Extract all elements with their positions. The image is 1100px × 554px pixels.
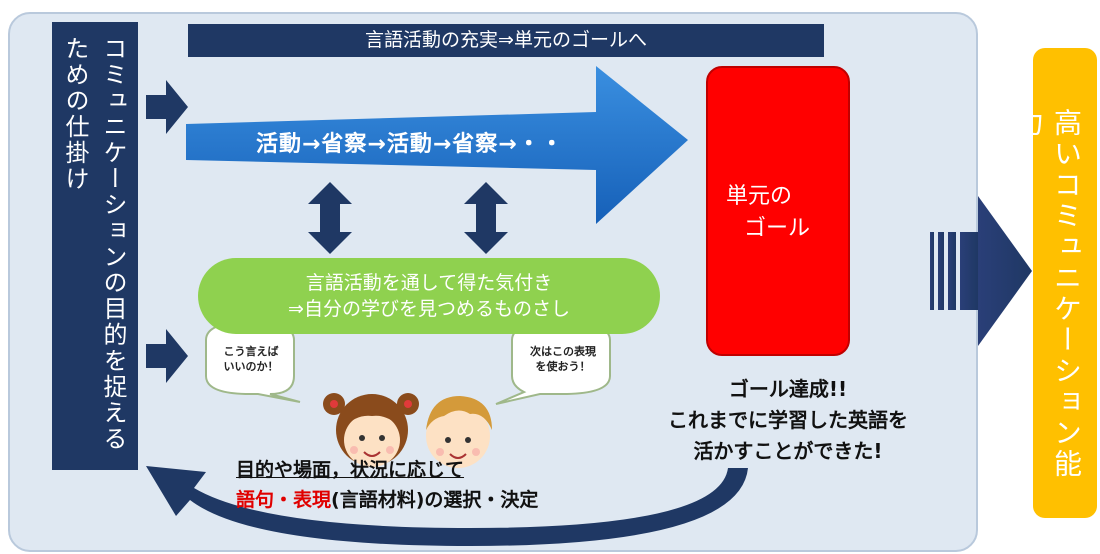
- bubble-right-line2: を使おう！: [535, 360, 591, 373]
- big-cycle-arrow: [186, 66, 688, 224]
- double-arrow-left-icon: [308, 182, 352, 254]
- awareness-line1: 言語活動を通して得た気付き: [305, 272, 553, 294]
- bubble-right-line1: 次はこの表現: [530, 345, 596, 358]
- double-arrow-right-icon: [464, 182, 508, 254]
- cycle-label: 活動→省察→活動→省察→・・: [256, 132, 564, 157]
- selection-red-phrase: 語句・表現: [236, 489, 332, 511]
- goal-achieved-line1: ゴール達成!!: [728, 377, 848, 401]
- goal-box-line1: 単元の: [726, 184, 793, 209]
- goal-achieved-text: ゴール達成!! これまでに学習した英語を 活かすことができた!: [608, 374, 968, 467]
- return-curved-arrow: [146, 466, 748, 546]
- selection-rest-phrase: (言語材料)の選択・決定: [331, 489, 539, 511]
- top-banner: 言語活動の充実⇒単元のゴールへ: [188, 24, 824, 57]
- awareness-line2: ⇒自分の学びを見つめるものさし: [288, 298, 570, 320]
- small-arrow-lower-icon: [146, 329, 188, 383]
- awareness-oval: 言語活動を通して得た気付き ⇒自分の学びを見つめるものさし: [198, 258, 660, 334]
- big-right-arrow-icon: [930, 196, 1032, 346]
- small-arrow-upper-icon: [146, 80, 188, 134]
- selection-line2: 語句・表現(言語材料)の選択・決定: [236, 485, 656, 515]
- bubble-left-text: こう言えば いいのか！: [212, 344, 290, 374]
- left-panel-label: コミュニケーションの目的を捉えるための仕掛け: [61, 36, 127, 452]
- boy-illustration: [426, 396, 492, 468]
- right-panel-label: 高いコミュニケーション能力: [1012, 108, 1083, 480]
- goal-box-line2: ゴール: [744, 216, 811, 241]
- bubble-left-line2: いいのか！: [223, 360, 279, 373]
- goal-achieved-line2: これまでに学習した英語を: [668, 408, 908, 432]
- communication-ability-panel: 高いコミュニケーション能力: [1012, 48, 1097, 518]
- unit-goal-box: 単元の ゴール: [706, 66, 850, 356]
- girl-illustration: [323, 393, 419, 467]
- left-purpose-panel: コミュニケーションの目的を捉えるための仕掛け: [52, 22, 138, 470]
- selection-text: 目的や場面，状況に応じて 語句・表現(言語材料)の選択・決定: [236, 455, 656, 515]
- goal-achieved-line3: 活かすことができた!: [693, 439, 883, 463]
- bubble-left-line1: こう言えば: [223, 345, 279, 358]
- selection-line1: 目的や場面，状況に応じて: [236, 459, 465, 481]
- bubble-right-text: 次はこの表現 を使おう！: [520, 344, 606, 374]
